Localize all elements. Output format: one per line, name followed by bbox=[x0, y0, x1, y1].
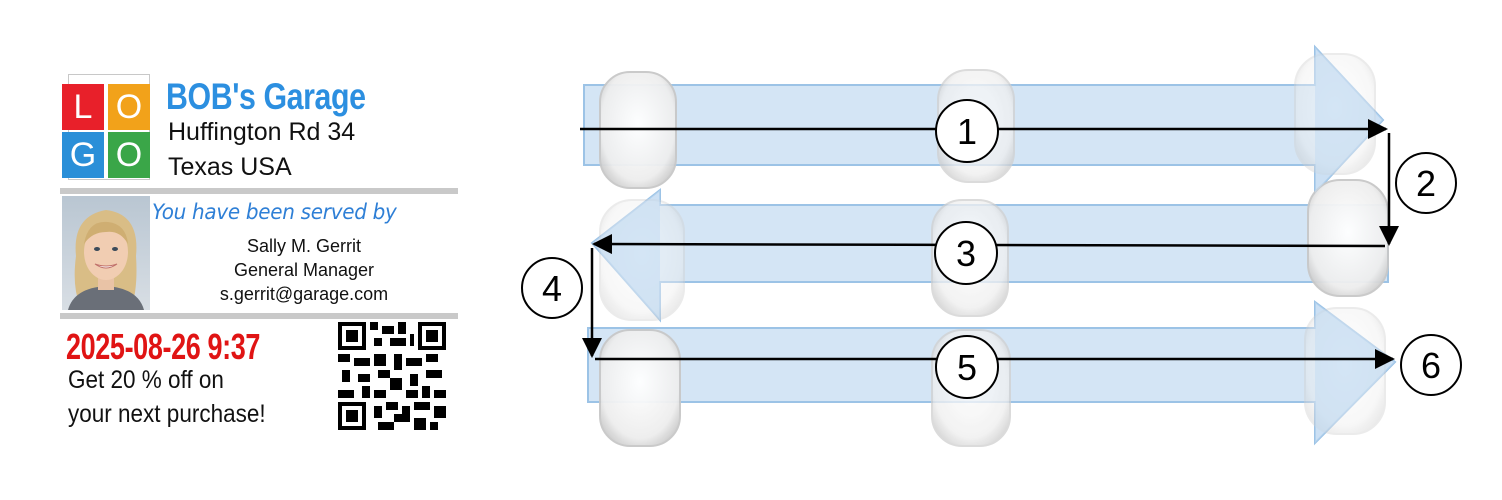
step-4-circle bbox=[521, 257, 583, 319]
step-2-label: 2 bbox=[1416, 163, 1436, 204]
staff-photo bbox=[62, 196, 150, 310]
pod bbox=[1307, 179, 1389, 297]
divider-top bbox=[60, 188, 458, 194]
divider-bottom bbox=[60, 313, 458, 319]
promo-line-2: your next purchase! bbox=[68, 400, 266, 428]
logo: L O G O bbox=[60, 70, 152, 180]
step-6-circle bbox=[1400, 334, 1462, 396]
qr-code bbox=[338, 322, 446, 430]
receipt-card: L O G O BOB's Garage Huffington Rd 34 Te… bbox=[60, 70, 458, 440]
step-3-circle bbox=[934, 221, 998, 285]
step-5-label: 5 bbox=[957, 347, 977, 388]
logo-tile-o1: O bbox=[108, 84, 150, 130]
step-6-label: 6 bbox=[1421, 345, 1441, 386]
step-3-label: 3 bbox=[956, 233, 976, 274]
address-line-1: Huffington Rd 34 bbox=[168, 118, 356, 146]
pod bbox=[599, 329, 681, 447]
step-5-circle bbox=[935, 335, 999, 399]
step-2-circle bbox=[1395, 152, 1457, 214]
step-1-label: 1 bbox=[957, 111, 977, 152]
staff-title: General Manager bbox=[233, 260, 375, 280]
logo-tile-g: G bbox=[62, 132, 104, 178]
staff-email: s.gerrit@garage.com bbox=[219, 284, 389, 304]
logo-tile-l: L bbox=[62, 84, 104, 130]
address-line-2: Texas USA bbox=[168, 153, 292, 181]
promo-line-1: Get 20 % off on bbox=[68, 366, 224, 394]
step-1-circle bbox=[935, 99, 999, 163]
served-by-label: You have been served by bbox=[152, 200, 397, 224]
logo-tile-o2: O bbox=[108, 132, 150, 178]
timestamp: 2025-08-26 9:37 bbox=[66, 326, 261, 367]
company-name: BOB's Garage bbox=[166, 76, 366, 117]
scan-path-diagram: 1 2 3 4 5 6 bbox=[500, 30, 1502, 480]
step-4-label: 4 bbox=[542, 268, 562, 309]
staff-name: Sally M. Gerrit bbox=[246, 236, 361, 256]
